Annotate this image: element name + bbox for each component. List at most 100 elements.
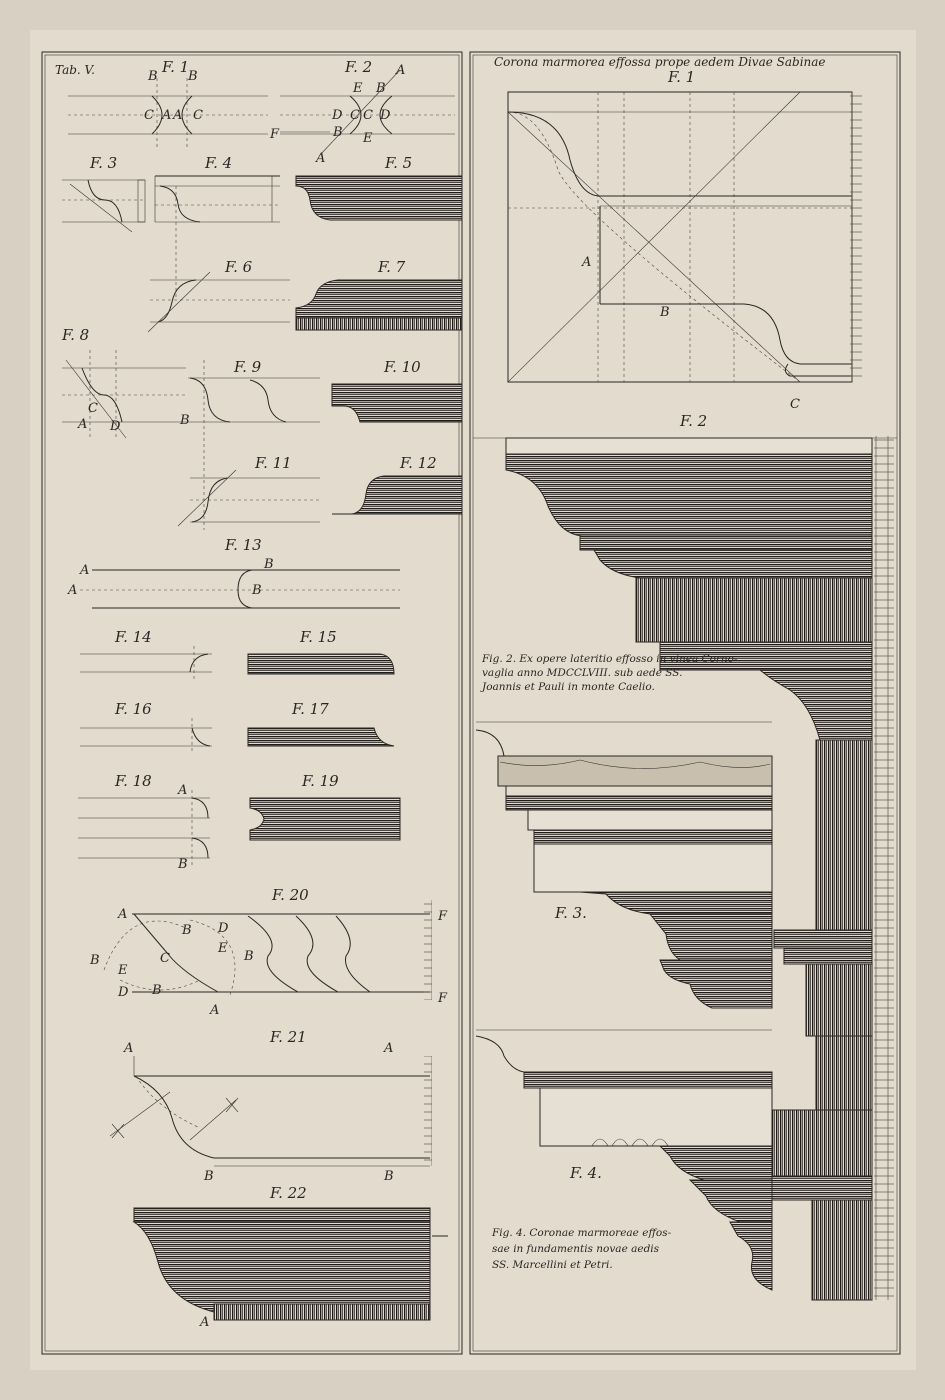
figure-label: F. 15 xyxy=(299,628,337,646)
point-label: A xyxy=(177,783,187,798)
figure-label: F. 16 xyxy=(114,700,152,718)
point-label: A xyxy=(67,583,77,598)
figure-3-left: F. 3 xyxy=(62,154,146,233)
point-label: A xyxy=(79,563,89,578)
caption-line: Fig. 2. Ex opere lateritio effosso in vi… xyxy=(481,653,738,665)
point-label: E xyxy=(217,941,228,956)
point-label: C xyxy=(350,108,360,123)
right-panel-frame xyxy=(469,51,901,1355)
figure-label: F. 2 xyxy=(679,412,707,430)
right-figure-1: F. 1 A B C xyxy=(507,68,862,412)
point-label: B xyxy=(263,557,274,572)
figure-label: F. 14 xyxy=(114,628,152,646)
figure-5-left: F. 5 xyxy=(295,154,463,221)
measure-scale xyxy=(874,436,894,1300)
figure-15-left: F. 15 xyxy=(247,628,395,675)
point-label: D xyxy=(109,419,121,434)
point-label: C xyxy=(193,108,203,123)
figure-1-left: F. 1 B B C A A C xyxy=(68,58,268,150)
point-label: B xyxy=(179,413,190,428)
figure-label: F. 8 xyxy=(61,326,89,344)
point-label: A xyxy=(172,108,182,123)
figure-label: F. 1 xyxy=(161,58,189,76)
point-label: F xyxy=(437,991,448,1006)
figure-label: F. 13 xyxy=(224,536,262,554)
figure-16-left: F. 16 xyxy=(80,700,212,754)
figure-label: F. 17 xyxy=(291,700,329,718)
figure-label: F. 12 xyxy=(399,454,437,472)
caption-line: SS. Marcellini et Petri. xyxy=(492,1259,613,1271)
point-label: A xyxy=(117,907,127,922)
point-label: B xyxy=(147,69,158,84)
figure-label: F. 22 xyxy=(269,1184,307,1202)
caption-line: vaglia anno MDCCLVIII. sub aede SS. xyxy=(482,667,682,679)
point-label: E xyxy=(117,963,128,978)
point-label: B xyxy=(181,923,192,938)
point-label: A xyxy=(161,108,171,123)
figure-label: F. 18 xyxy=(114,772,152,790)
right-figure-3: F. 3. xyxy=(475,721,773,1009)
figure-label: F. 1 xyxy=(667,68,695,86)
point-label: B xyxy=(151,983,162,998)
point-label: B xyxy=(203,1169,214,1184)
figure-label: F. 11 xyxy=(254,454,292,472)
point-label: A xyxy=(77,417,87,432)
point-label: F xyxy=(437,909,448,924)
figure-label: F. 6 xyxy=(224,258,253,276)
figure-label: F. 4 xyxy=(204,154,232,172)
figure-19-left: F. 19 xyxy=(249,772,401,841)
figure-label: F. 20 xyxy=(271,886,309,904)
point-label: F xyxy=(269,127,280,142)
point-label: B xyxy=(187,69,198,84)
figure-12-left: F. 12 xyxy=(332,454,463,515)
point-label: C xyxy=(363,108,373,123)
figure-label: F. 21 xyxy=(269,1028,307,1046)
figure-label: F. 4. xyxy=(569,1164,602,1182)
figure-label: F. 7 xyxy=(377,258,406,276)
figure-9-left: F. 9 xyxy=(188,358,320,530)
point-label: D xyxy=(379,108,391,123)
point-label: C xyxy=(144,108,154,123)
point-label: A xyxy=(395,63,405,78)
figure-6-left: F. 6 xyxy=(147,258,290,333)
point-label: C xyxy=(790,397,800,412)
figure-4-left: F. 4 xyxy=(154,154,280,300)
figure-17-left: F. 17 xyxy=(247,700,395,747)
point-label: A xyxy=(199,1315,209,1330)
figure-label: F. 5 xyxy=(384,154,412,172)
caption-line: Joannis et Pauli in monte Caelio. xyxy=(480,681,655,693)
figure-label: F. 10 xyxy=(383,358,421,376)
right-figure-2-cornice: Fig. 2. Ex opere lateritio effosso in vi… xyxy=(480,437,873,741)
point-label: B xyxy=(177,857,188,872)
figure-18-left: F. 18 A B xyxy=(78,772,210,872)
point-label: B xyxy=(659,305,670,320)
figure-7-left: F. 7 xyxy=(295,258,463,331)
caption-line: Fig. 4. Coronae marmoreae effos- xyxy=(491,1227,672,1239)
point-label: D xyxy=(331,108,343,123)
point-label: A xyxy=(315,151,325,166)
figure-8-left: F. 8 C A D B xyxy=(61,326,190,440)
left-panel-frame xyxy=(41,51,463,1355)
right-panel-title: Corona marmorea effossa prope aedem Diva… xyxy=(494,55,826,69)
point-label: E xyxy=(362,131,373,146)
point-label: C xyxy=(160,951,170,966)
point-label: A xyxy=(123,1041,133,1056)
right-figure-4: F. 4. Fig. 4. Coronae marmoreae effos- s… xyxy=(475,1029,773,1291)
figure-label: F. 19 xyxy=(301,772,339,790)
figure-10-left: F. 10 xyxy=(331,358,463,423)
point-label: A xyxy=(383,1041,393,1056)
figure-label: F. 3 xyxy=(89,154,117,172)
figure-label: F. 9 xyxy=(233,358,262,376)
point-label: B xyxy=(89,953,100,968)
point-label: B xyxy=(332,125,343,140)
point-label: B xyxy=(251,583,262,598)
figure-20-left: F. 20 A B D E B C B E D B A F F xyxy=(89,886,448,1018)
right-column-shaft xyxy=(757,739,873,1301)
figure-22-left: F. 22 A xyxy=(132,1184,448,1330)
figure-label: F. 2 xyxy=(344,58,372,76)
figure-11-left: F. 11 xyxy=(177,454,320,527)
figure-2-left: F. 2 A E B D C C D B E F A xyxy=(269,58,455,166)
figure-14-left: F. 14 xyxy=(80,628,212,680)
point-label: B xyxy=(375,81,386,96)
point-label: B xyxy=(383,1169,394,1184)
